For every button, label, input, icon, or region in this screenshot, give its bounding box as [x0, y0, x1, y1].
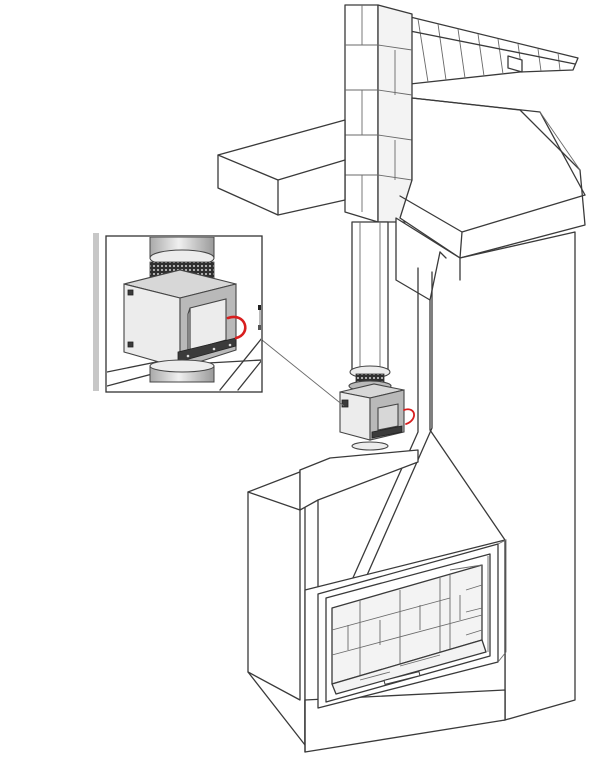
ventilation-unit: [339, 365, 415, 451]
flue-pipe: [351, 221, 389, 373]
door-handle: [383, 671, 421, 685]
callout-leader: [261, 339, 345, 407]
cable-loop-icon: [403, 408, 415, 425]
firebox: [317, 539, 507, 709]
callout-bar: [93, 233, 99, 391]
cable-loop-icon: [226, 315, 247, 340]
ceiling-slab: [217, 97, 586, 259]
detail-callout: [93, 233, 263, 393]
chimney-stack: [344, 4, 413, 223]
